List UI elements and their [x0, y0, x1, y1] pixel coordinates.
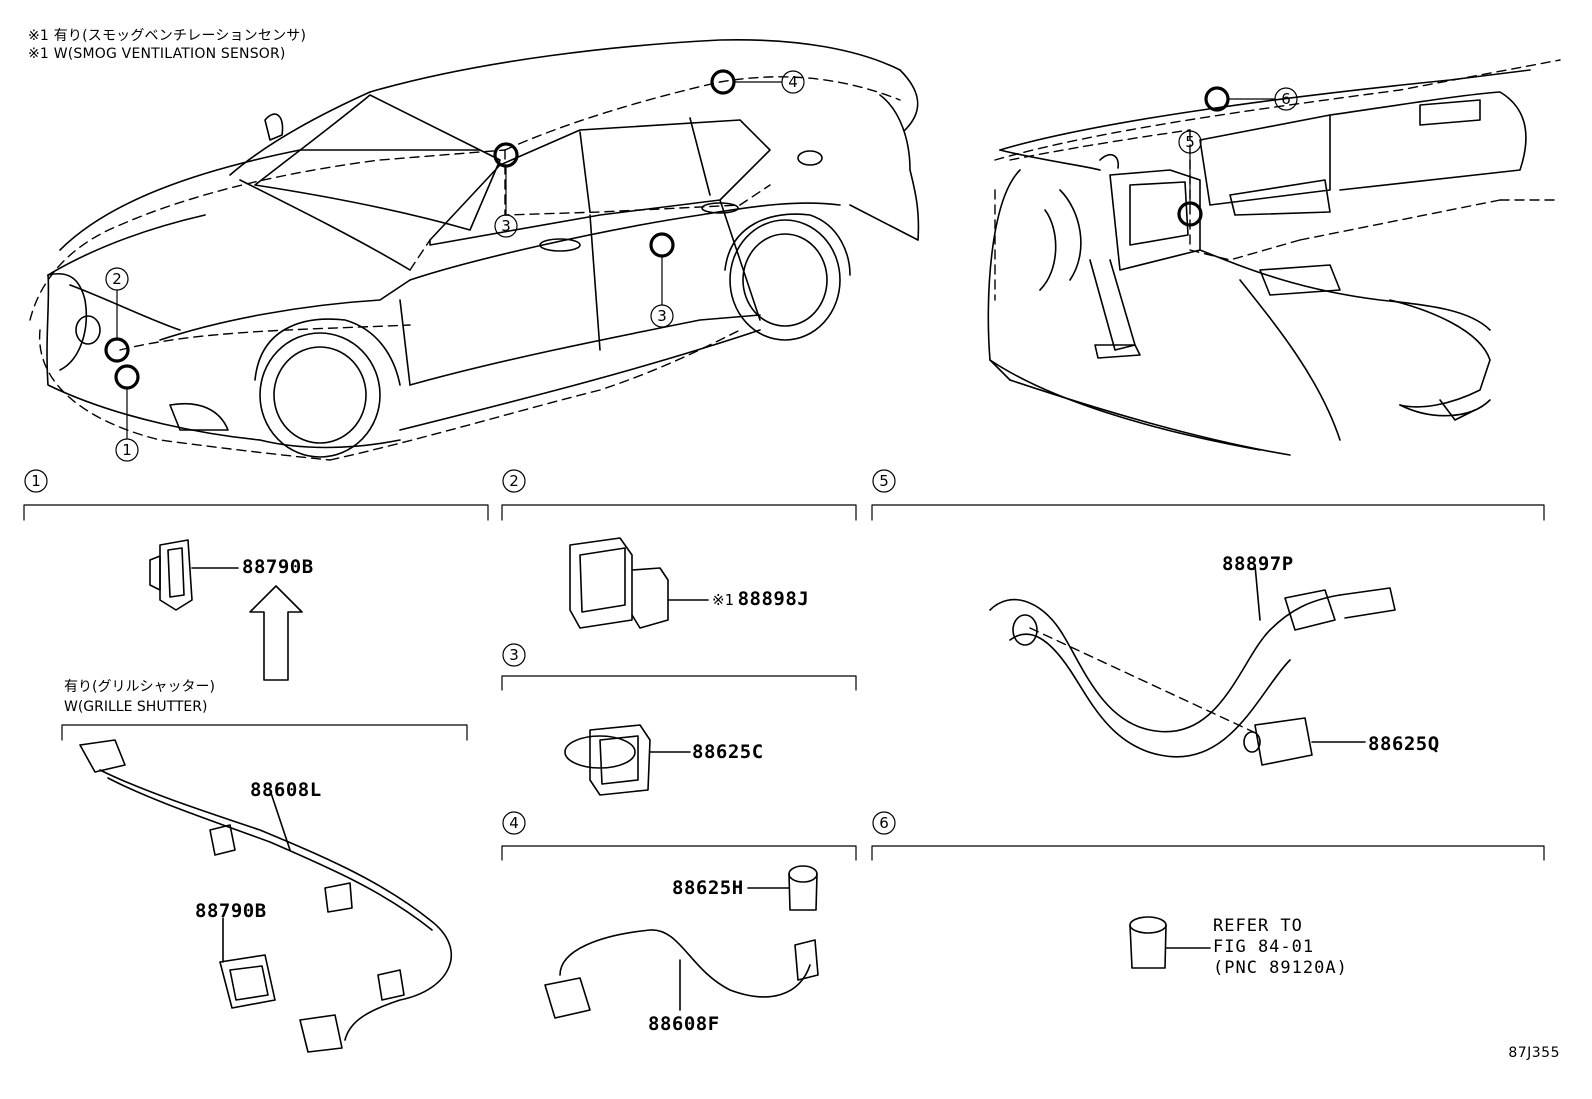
- part-label-88790B-top: 88790B: [242, 556, 314, 578]
- refer-line-3: (PNC 89120A): [1213, 958, 1348, 978]
- part-88790B-sensor-bottom: [219, 917, 276, 1009]
- part-label-88625Q: 88625Q: [1368, 733, 1440, 755]
- section-6-number: 6: [879, 814, 889, 832]
- 88897P-dashed-leader: [1029, 627, 1261, 736]
- part-88898J-smog-sensor: [569, 537, 709, 629]
- car-exterior-illustration: [46, 38, 920, 458]
- grille-shutter-jp: 有り(グリルシャッター): [64, 679, 215, 695]
- interior-harness-dashed: [994, 59, 1561, 301]
- part-88625Q-connector: [1243, 717, 1366, 766]
- part-label-88790B-bottom: 88790B: [195, 900, 267, 922]
- part-89120A-sensor: [1129, 916, 1211, 969]
- callout-3b: 3: [657, 307, 667, 325]
- callout-2: 2: [112, 270, 122, 288]
- callout-1: 1: [122, 441, 132, 459]
- section-brackets: [23, 504, 1545, 861]
- section-1-number: 1: [31, 472, 41, 490]
- sensor-location-markers: [104, 69, 1230, 390]
- note-jp: ※1 有り(スモッグベンチレーションセンサ): [28, 28, 307, 44]
- part-88608L-harness: [79, 739, 453, 1053]
- part-88897P-harness: [989, 564, 1396, 758]
- part-label-88897P: 88897P: [1222, 553, 1294, 575]
- figure-code: 87J355: [1508, 1045, 1560, 1061]
- callout-6: 6: [1281, 90, 1291, 108]
- callout-3a: 3: [501, 217, 511, 235]
- refer-line-1: REFER TO: [1213, 916, 1303, 936]
- smog-note-mark: ※1: [712, 591, 734, 609]
- part-88625C-sensor: [564, 724, 691, 796]
- part-88608F-harness: [544, 929, 819, 1019]
- part-number-88898J: 88898J: [737, 588, 810, 610]
- part-label-88608L: 88608L: [250, 779, 322, 801]
- part-label-88625C: 88625C: [692, 741, 764, 763]
- section-3-number: 3: [509, 646, 519, 664]
- callout-4: 4: [788, 73, 798, 91]
- part-label-88625H: 88625H: [672, 877, 744, 899]
- car-harness-dashed: [29, 76, 901, 461]
- section-5-number: 5: [879, 472, 889, 490]
- callout-leaders: [116, 81, 1276, 439]
- section-4-number: 4: [509, 814, 519, 832]
- part-88790B-sensor: [149, 539, 239, 611]
- interior-illustration: [987, 69, 1531, 456]
- section-2-number: 2: [509, 472, 519, 490]
- grille-shutter-en: W(GRILLE SHUTTER): [64, 699, 208, 715]
- up-arrow: [249, 585, 303, 681]
- callout-5: 5: [1185, 133, 1195, 151]
- section-number-circles: [24, 70, 1298, 835]
- note-en: ※1 W(SMOG VENTILATION SENSOR): [28, 46, 286, 62]
- refer-line-2: FIG 84-01: [1213, 937, 1315, 957]
- part-88625H-sensor: [747, 865, 818, 911]
- part-label-88608F: 88608F: [648, 1013, 720, 1035]
